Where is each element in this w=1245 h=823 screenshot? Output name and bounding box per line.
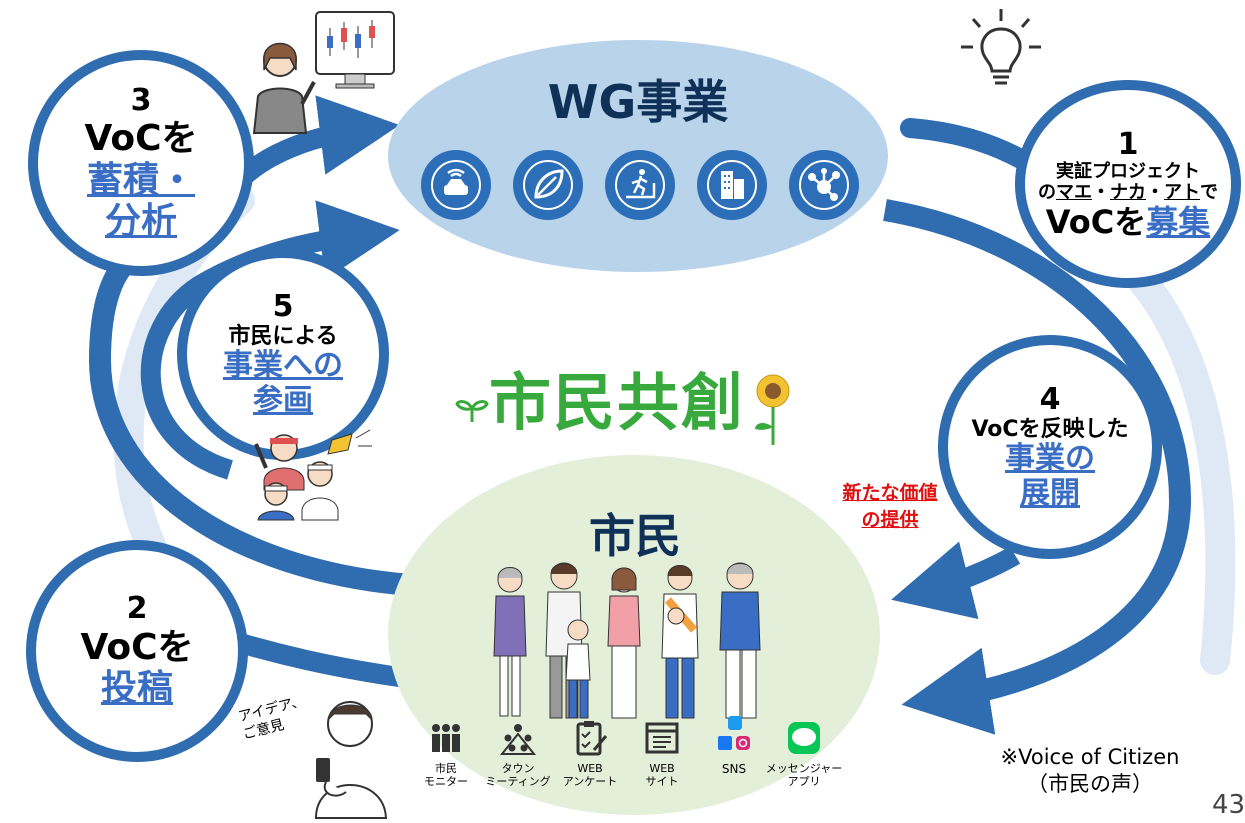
twitter-icon (728, 716, 742, 730)
step-1-no: の (1038, 181, 1056, 203)
people-group-icon (432, 724, 460, 752)
step-1-line1: 実証プロジェクト (1056, 161, 1200, 183)
step-2-number: 2 (126, 591, 148, 627)
wg-icon-row (410, 150, 870, 220)
step-1-line2: のマエ・ナカ・アトで (1038, 181, 1218, 204)
browser-icon (645, 722, 679, 754)
step-1-line3: VoCを募集 (1045, 202, 1211, 241)
step-4-line1: VoCを反映した (971, 417, 1129, 443)
channel-label-website: WEB サイト (645, 762, 679, 789)
step-1-mae: マエ (1056, 181, 1092, 203)
channel-label-survey: WEB アンケート (562, 762, 618, 789)
citizen-co-creation-title: 市民共創 (455, 352, 801, 447)
sns-icons (718, 716, 750, 750)
wg-business-title: WG事業 (547, 75, 729, 129)
channel-sns: SNS (692, 714, 776, 776)
arrow-deploy-to-citizen (891, 541, 1021, 620)
building-icon (697, 150, 767, 220)
channel-label-messenger: メッセンジャー アプリ (765, 762, 843, 789)
treadmill-icon (605, 150, 675, 220)
page-number: 43 (1212, 790, 1245, 820)
new-value-line2: の提供 (861, 508, 919, 531)
facebook-icon (718, 736, 732, 750)
step-1-ato: アト (1164, 181, 1200, 203)
channel-citizen-monitor: 市民 モニター (404, 720, 488, 788)
step-3-line2: 蓄積・ (86, 159, 195, 201)
channel-label-town: タウン ミーティング (485, 762, 551, 789)
step-1-de: で (1200, 181, 1218, 203)
grandmother-figure (493, 567, 527, 717)
mother-figure (607, 567, 641, 719)
step-4-number: 4 (1039, 381, 1061, 417)
step-2-line2: 投稿 (100, 668, 173, 710)
family-illustration (493, 562, 761, 719)
citizen-co-creation-text: 市民共創 (489, 366, 746, 439)
step-1-dot2: ・ (1146, 181, 1164, 203)
sunflower-icon (755, 374, 790, 445)
voc-footnote: ※Voice of Citizen （市民の声） (975, 744, 1205, 799)
child-figure (565, 619, 591, 719)
meeting-icon (499, 724, 537, 755)
arrow-participate-to-wg (140, 200, 400, 480)
arrow-wg-to-citizen-outer (883, 199, 1192, 735)
step-1-recruit: 募集 (1146, 202, 1211, 241)
new-value-label: 新たな価値 の提供 (820, 480, 960, 533)
step-2-line1: VoCを (80, 626, 194, 668)
step-5-line3: 参画 (253, 382, 313, 418)
step-5-line2: 事業への (223, 348, 343, 384)
person-with-phone-illustration (314, 701, 388, 819)
step-4-line2: 事業の (1005, 441, 1095, 477)
channel-website: WEB サイト (620, 720, 704, 788)
step-2-post-circle: 2 VoCを 投稿 (26, 540, 248, 762)
step-3-analyze-circle: 3 VoCを 蓄積・ 分析 (28, 50, 254, 276)
step-3-line3: 分析 (104, 200, 177, 242)
channel-messenger-app: メッセンジャー アプリ (762, 720, 846, 788)
young-father-figure (661, 565, 699, 719)
analyst-illustration (252, 11, 395, 134)
step-4-deploy-circle: 4 VoCを反映した 事業の 展開 (938, 335, 1162, 559)
car-wifi-icon (421, 150, 491, 220)
channel-label-sns: SNS (721, 762, 747, 776)
step-1-voc: VoCを (1045, 202, 1147, 241)
cheering-people-illustration (254, 429, 372, 521)
channel-town-meeting: タウン ミーティング (476, 720, 560, 788)
step-5-line1: 市民による (228, 324, 338, 350)
step-1-naka: ナカ (1110, 181, 1146, 203)
step-3-number: 3 (130, 82, 152, 118)
step-4-line3: 展開 (1020, 475, 1080, 511)
clipboard-icon (576, 721, 608, 756)
instagram-icon (736, 736, 750, 750)
network-icon (789, 150, 859, 220)
line-app-icon (788, 722, 820, 754)
step-1-recruit-circle: 1 実証プロジェクト のマエ・ナカ・アトで VoCを募集 (1015, 80, 1241, 288)
channel-label-monitor: 市民 モニター (424, 762, 468, 789)
arrow-analyze-to-wg (232, 95, 400, 188)
new-value-line1: 新たな価値 (842, 482, 938, 504)
step-3-line1: VoCを (84, 118, 198, 160)
step-1-number: 1 (1117, 126, 1139, 162)
step-5-number: 5 (272, 288, 294, 324)
sprout-icon (455, 399, 489, 422)
step-1-dot1: ・ (1092, 181, 1110, 203)
footnote-line2: （市民の声） (1027, 772, 1153, 797)
lightbulb-icon (961, 9, 1041, 85)
leaf-icon (513, 150, 583, 220)
arrow-citizen-to-analyze (88, 249, 421, 596)
grandfather-figure (719, 562, 761, 719)
footnote-line1: ※Voice of Citizen (1000, 745, 1180, 769)
citizen-title: 市民 (589, 509, 681, 563)
channel-web-survey: WEB アンケート (548, 720, 632, 788)
